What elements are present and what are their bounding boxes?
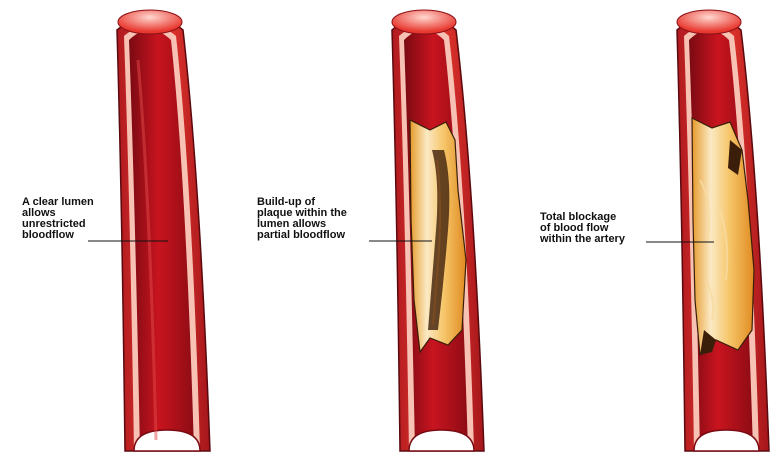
label-total-blockage: Total blockage of blood flow within the … [540,212,625,245]
artery-clear [117,10,210,451]
label-clear-lumen: A clear lumen allows unrestricted bloodf… [22,197,94,241]
label-line: bloodflow [22,230,94,241]
label-line: partial bloodflow [257,230,347,241]
label-line: within the artery [540,234,625,245]
artery-total [677,10,769,451]
artery-partial [392,10,484,451]
label-partial-blockage: Build-up of plaque within the lumen allo… [257,197,347,241]
